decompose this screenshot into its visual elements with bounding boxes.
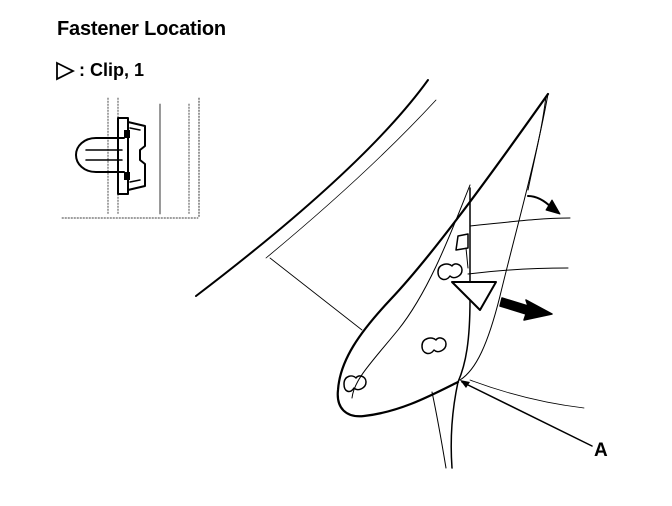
callout-a-leader <box>461 381 593 447</box>
clip-triangle-icon <box>56 61 75 80</box>
removal-arrow-up-icon <box>527 195 561 215</box>
page-title: Fastener Location <box>57 18 226 40</box>
pillar-outline <box>195 79 437 331</box>
clip-pointer-icon <box>451 281 497 311</box>
legend: : Clip, 1 <box>55 60 144 81</box>
clip-detail-inset <box>61 97 200 219</box>
removal-arrow-out-icon <box>499 297 553 321</box>
legend-label: : Clip, 1 <box>79 60 145 80</box>
callout-a: A <box>594 440 608 461</box>
clip-markers <box>343 263 463 393</box>
trim-panel <box>336 92 585 469</box>
